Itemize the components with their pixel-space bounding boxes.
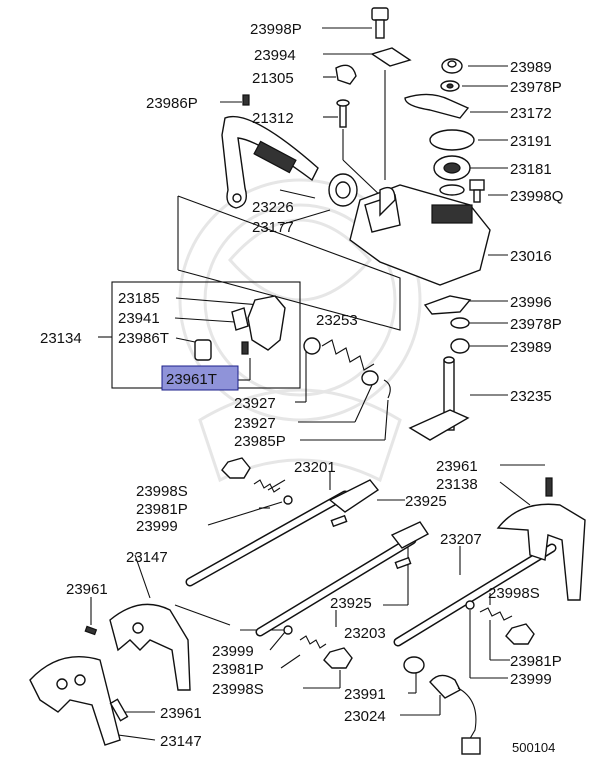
label-23147-top: 23147 — [126, 549, 168, 566]
label-23201: 23201 — [294, 459, 336, 476]
label-23226: 23226 — [252, 199, 294, 216]
label-23998P: 23998P — [250, 21, 302, 38]
label-23999-mid: 23999 — [212, 643, 254, 660]
label-23998S-right: 23998S — [488, 585, 540, 602]
label-23978P-top: 23978P — [510, 79, 562, 96]
label-23981P-mid: 23981P — [212, 661, 264, 678]
label-21312: 21312 — [252, 110, 294, 127]
label-23927-a: 23927 — [234, 395, 276, 412]
label-23177: 23177 — [252, 219, 294, 236]
label-23927-b: 23927 — [234, 415, 276, 432]
label-23994: 23994 — [254, 47, 296, 64]
label-23981P-left: 23981P — [136, 501, 188, 518]
label-23998S-mid: 23998S — [212, 681, 264, 698]
highlight-23961T — [161, 365, 239, 391]
label-23253: 23253 — [316, 312, 358, 329]
label-23981P-right: 23981P — [510, 653, 562, 670]
label-23147-bottom: 23147 — [160, 733, 202, 750]
label-23961-right: 23961 — [436, 458, 478, 475]
label-23978P-mid: 23978P — [510, 316, 562, 333]
watermark-emblem — [178, 178, 422, 483]
part-labels: 23998P 23994 23989 23978P 21305 23986P 2… — [40, 21, 563, 755]
label-23134: 23134 — [40, 330, 82, 347]
label-23999-left: 23999 — [136, 518, 178, 535]
label-23989-top: 23989 — [510, 59, 552, 76]
label-23998S-left: 23998S — [136, 483, 188, 500]
label-23203: 23203 — [344, 625, 386, 642]
label-23181: 23181 — [510, 161, 552, 178]
label-23024: 23024 — [344, 708, 386, 725]
label-23207: 23207 — [440, 531, 482, 548]
label-23991: 23991 — [344, 686, 386, 703]
label-23941: 23941 — [118, 310, 160, 327]
label-23185: 23185 — [118, 290, 160, 307]
label-21305: 21305 — [252, 70, 294, 87]
label-23985P: 23985P — [234, 433, 286, 450]
part-drawings — [29, 7, 586, 755]
label-23961T: 23961T — [166, 371, 217, 388]
label-23989-mid: 23989 — [510, 339, 552, 356]
label-23172: 23172 — [510, 105, 552, 122]
label-23925-top: 23925 — [405, 493, 447, 510]
label-23961-left: 23961 — [66, 581, 108, 598]
label-23191: 23191 — [510, 133, 552, 150]
label-23996: 23996 — [510, 294, 552, 311]
label-23925-mid: 23925 — [330, 595, 372, 612]
diagram-id: 500104 — [512, 740, 555, 755]
label-23016: 23016 — [510, 248, 552, 265]
label-23999-right: 23999 — [510, 671, 552, 688]
label-23986T: 23986T — [118, 330, 169, 347]
label-23138: 23138 — [436, 476, 478, 493]
label-23986P: 23986P — [146, 95, 198, 112]
label-23235: 23235 — [510, 388, 552, 405]
label-23961-bottom: 23961 — [160, 705, 202, 722]
label-23998Q: 23998Q — [510, 188, 563, 205]
